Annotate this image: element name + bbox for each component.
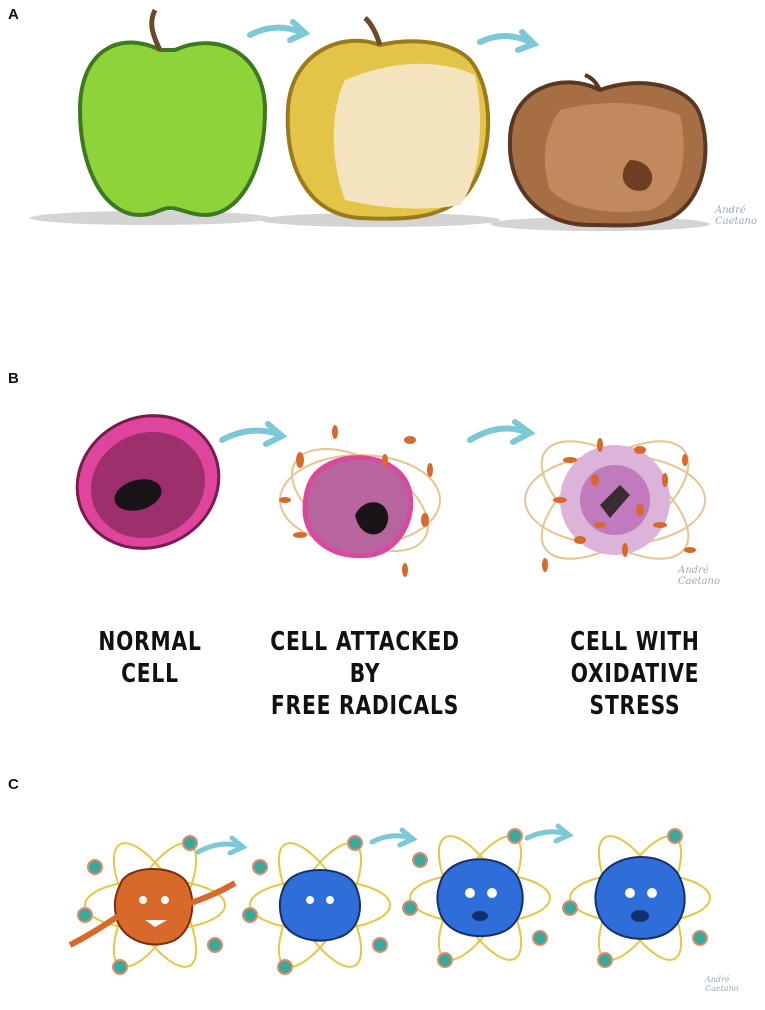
- caption-line: CELL: [121, 659, 179, 689]
- arrow-icon: [477, 29, 540, 53]
- arrow-icon: [247, 19, 311, 43]
- normal-cell: [75, 414, 221, 550]
- caption-line: OXIDATIVE STRESS: [570, 659, 700, 721]
- apple-oxidation-illustration: [30, 8, 710, 231]
- free-radical-atom: [68, 830, 237, 980]
- caption-line: FREE RADICALS: [270, 691, 460, 721]
- caption-line: CELL WITH: [570, 627, 700, 657]
- damaged-atom: [562, 823, 711, 973]
- arrow-icon: [195, 835, 248, 856]
- oxidized-yellow-apple: [285, 16, 491, 221]
- panel-label-b: B: [8, 370, 19, 387]
- attacked-cell: [279, 425, 441, 577]
- caption-normal-cell: NORMAL CELL: [80, 626, 220, 690]
- panel-label-a: A: [8, 6, 19, 23]
- caption-line: CELL ATTACKED BY: [270, 627, 460, 689]
- caption-attacked-cell: CELL ATTACKED BY FREE RADICALS: [252, 626, 478, 722]
- oxidative-stress-cell: [524, 438, 706, 572]
- arrow-icon: [219, 421, 288, 447]
- free-radical-atoms-illustration: [68, 823, 711, 980]
- attacked-atom: [402, 823, 551, 973]
- arrow-icon: [467, 419, 536, 445]
- panel-label-c: C: [8, 776, 19, 793]
- arrow-icon: [369, 827, 418, 848]
- cell-oxidation-illustration: [75, 414, 706, 577]
- stable-atom: [242, 830, 391, 980]
- caption-line: NORMAL: [98, 627, 202, 657]
- fresh-green-apple: [77, 8, 268, 218]
- rotten-brown-apple: [507, 73, 708, 228]
- caption-stressed-cell: CELL WITH OXIDATIVE STRESS: [522, 626, 748, 722]
- arrow-icon: [524, 823, 574, 844]
